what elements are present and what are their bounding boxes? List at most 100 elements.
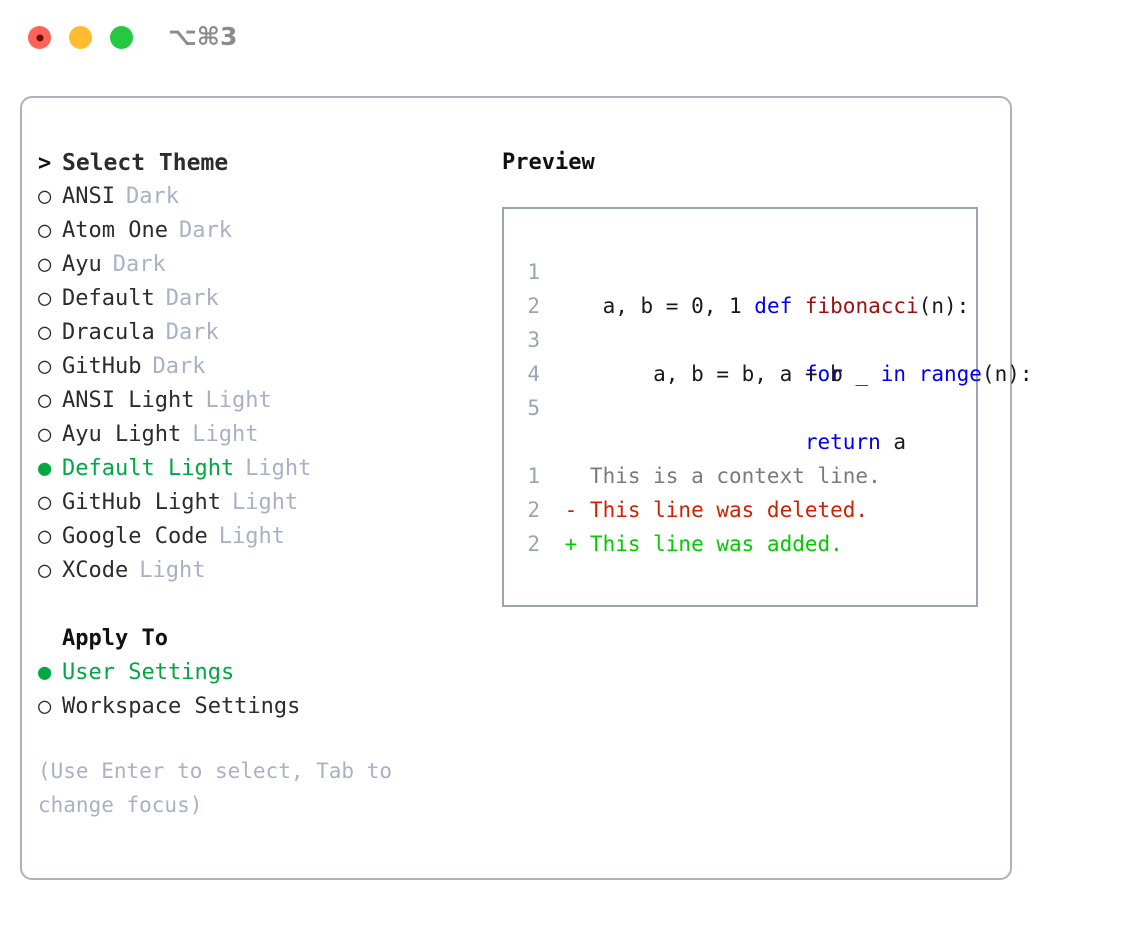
theme-label: Default Light [62,456,235,481]
radio-unselected-icon: ○ [38,388,52,413]
select-theme-header: > Select Theme [38,146,478,180]
title-bar: ⌥⌘3 [0,0,1140,78]
apply-to-label: User Settings [62,660,235,685]
theme-option-ayu-dark[interactable]: ○ Ayu Dark [38,248,478,282]
theme-label: Google Code [62,524,208,549]
theme-variant-tag: Dark [178,218,232,243]
radio-unselected-icon: ○ [38,218,52,243]
theme-variant-tag: Dark [152,354,206,379]
theme-label: Dracula [62,320,155,345]
theme-label: ANSI Light [62,388,195,413]
theme-variant-tag: Light [139,558,206,583]
code-token-plain: (n): [981,362,1033,386]
theme-label: Default [62,286,155,311]
theme-label: GitHub Light [62,490,221,515]
radio-unselected-icon: ○ [38,252,52,277]
apply-to-label: Workspace Settings [62,694,301,719]
code-token-plain: a [880,430,907,454]
code-token-function: fibonacci [804,294,919,318]
preview-column: Preview 1 def fibonacci(n): 2 a, b = 0, … [502,146,1033,607]
line-number: 1 [527,260,540,284]
theme-variant-tag: Light [245,456,312,481]
code-line: 2 a, b = 0, 1 [516,289,966,323]
list-spacer [38,588,478,622]
theme-option-ayu-light[interactable]: ○ Ayu Light Light [38,418,478,452]
theme-variant-tag: Light [231,490,299,515]
keyboard-hint: (Use Enter to select, Tab to change focu… [38,754,438,822]
radio-unselected-icon: ○ [38,694,52,719]
theme-label: GitHub [62,354,142,379]
code-token-plain [754,430,805,454]
theme-option-google-code[interactable]: ○ Google Code Light [38,520,478,554]
theme-option-atom-one-dark[interactable]: ○ Atom One Dark [38,214,478,248]
line-number: 2 [527,498,540,522]
theme-variant-tag: Light [192,422,259,447]
code-token-plain [906,362,919,386]
theme-variant-tag: Light [218,524,285,549]
apply-to-heading: Apply To [62,626,168,651]
theme-option-dracula-dark[interactable]: ○ Dracula Dark [38,316,478,350]
diff-line-context: 1 This is a context line. [516,459,966,493]
code-token-plain: _ [842,362,881,386]
code-token-plain: a, b = b, a + b [552,362,843,386]
theme-option-ansi-dark[interactable]: ○ ANSI Dark [38,180,478,214]
line-number: 2 [527,294,540,318]
theme-option-ansi-light[interactable]: ○ ANSI Light Light [38,384,478,418]
theme-label: ANSI [62,184,115,209]
code-token-plain: (n): [918,294,970,318]
diff-text: - This line was deleted. [552,498,869,522]
code-token-keyword: return [804,430,881,454]
radio-unselected-icon: ○ [38,422,52,447]
radio-unselected-icon: ○ [38,184,52,209]
apply-to-option-user-settings[interactable]: ● User Settings [38,656,478,690]
keyboard-hint-line-1: (Use Enter to select, Tab to [38,759,393,783]
main-panel: > Select Theme ○ ANSI Dark ○ Atom One Da… [20,96,1033,880]
diff-line-deleted: 2 - This line was deleted. [516,493,966,527]
radio-unselected-icon: ○ [38,558,52,583]
theme-option-default-dark[interactable]: ○ Default Dark [38,282,478,316]
theme-option-xcode[interactable]: ○ XCode Light [38,554,478,588]
theme-option-github-light[interactable]: ○ GitHub Light Light [38,486,478,520]
traffic-light-group [28,26,133,49]
radio-unselected-icon: ○ [38,354,52,379]
radio-selected-icon: ● [38,456,52,481]
code-token-keyword: def [754,294,805,318]
code-line: 3 for _ in range(n): [516,323,1032,386]
minimize-window-button[interactable] [69,26,92,49]
line-number: 2 [527,532,540,556]
radio-selected-icon: ● [38,660,52,685]
line-number: 5 [527,396,540,420]
line-number: 1 [527,464,540,488]
close-window-button[interactable] [28,26,51,49]
theme-label: Ayu Light [62,422,182,447]
code-line: 4 a, b = b, a + b [516,357,966,391]
radio-unselected-icon: ○ [38,320,52,345]
radio-unselected-icon: ○ [38,524,52,549]
theme-variant-tag: Dark [165,320,219,345]
prompt-caret-icon: > [38,151,52,176]
theme-option-default-light[interactable]: ● Default Light Light [38,452,478,486]
theme-label: XCode [62,558,129,583]
code-line: 5 return a [516,391,966,454]
line-number: 4 [527,362,540,386]
code-token-builtin: range [918,362,982,386]
apply-to-option-workspace-settings[interactable]: ○ Workspace Settings [38,690,478,724]
code-token-plain: a, b = 0, 1 [552,294,742,318]
diff-text: This is a context line. [552,464,881,488]
code-token-keyword: in [880,362,907,386]
select-theme-title: Select Theme [62,150,229,176]
theme-variant-tag: Dark [125,184,179,209]
radio-unselected-icon: ○ [38,490,52,515]
theme-option-github-dark[interactable]: ○ GitHub Dark [38,350,478,384]
theme-variant-tag: Dark [165,286,219,311]
keyboard-hint-line-2: change focus) [38,793,203,817]
theme-variant-tag: Light [205,388,272,413]
code-sample: 1 def fibonacci(n): 2 a, b = 0, 1 3 [516,255,1032,561]
preview-heading: Preview [502,150,595,175]
theme-label: Ayu [62,252,102,277]
diff-line-added: 2 + This line was added. [516,527,966,561]
code-line: 1 def fibonacci(n): [516,255,969,318]
maximize-window-button[interactable] [110,26,133,49]
window-shortcut-label: ⌥⌘3 [168,22,238,51]
